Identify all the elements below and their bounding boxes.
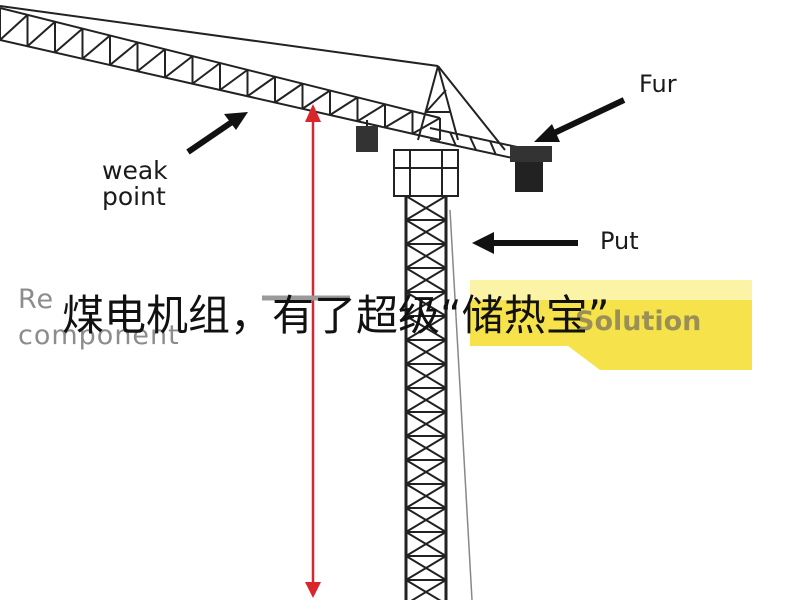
mast-brace [405,531,447,557]
component-label: component [18,320,180,351]
mast-brace [405,291,447,317]
jib-brace [412,117,441,135]
jib-brace [384,110,414,129]
mast-brace [410,579,447,600]
crane-mast [404,195,448,600]
mast-brace [405,459,447,485]
jib-brace [164,55,194,79]
mast-brace [405,339,447,365]
solution-label: Solution [575,306,702,337]
crane-jib [0,7,441,141]
mast-brace [405,555,447,581]
weak-point-line2: point [102,182,166,212]
mast-brace [405,243,447,269]
mast-brace [405,267,447,293]
jib-brace [356,103,386,123]
arrow-put [472,232,578,254]
crane-peak [0,5,506,151]
jib-brace [246,75,276,98]
height-measure [305,104,321,598]
operator-cab [393,149,459,197]
mast-brace [405,411,447,437]
mast-brace [405,483,447,509]
jib-brace [26,21,56,47]
caption-overlay: 煤电机组，有了超级“储热宝” [62,291,610,340]
highlight-shape [470,280,752,370]
jib-brace [54,27,84,54]
put-label: Put [600,227,639,255]
trolley-hook [356,120,378,152]
jib-brace [301,89,331,110]
jib-brace [219,69,249,91]
jib-brace [109,41,139,66]
counterweight-top [510,146,552,162]
arrow-fur [534,97,626,142]
mast-brace [405,507,447,533]
jib-brace [0,14,29,41]
jib-brace [191,62,221,85]
jib-brace [81,34,111,60]
weak-point-label: weak point [102,156,168,212]
mast-brace [405,219,447,245]
stay-cable [449,209,473,600]
mast-brace [405,195,447,221]
arrow-weak-point [186,112,248,155]
jib-brace [274,82,304,104]
jib-brace [329,96,359,116]
mast-brace [405,387,447,413]
mast-brace [405,363,447,389]
mast-brace [405,435,447,461]
jib-brace [136,48,166,73]
fur-label: Fur [639,70,677,98]
mast-brace [405,315,447,341]
reinforce-label: Re [18,284,55,315]
weak-point-line1: weak [102,156,168,185]
